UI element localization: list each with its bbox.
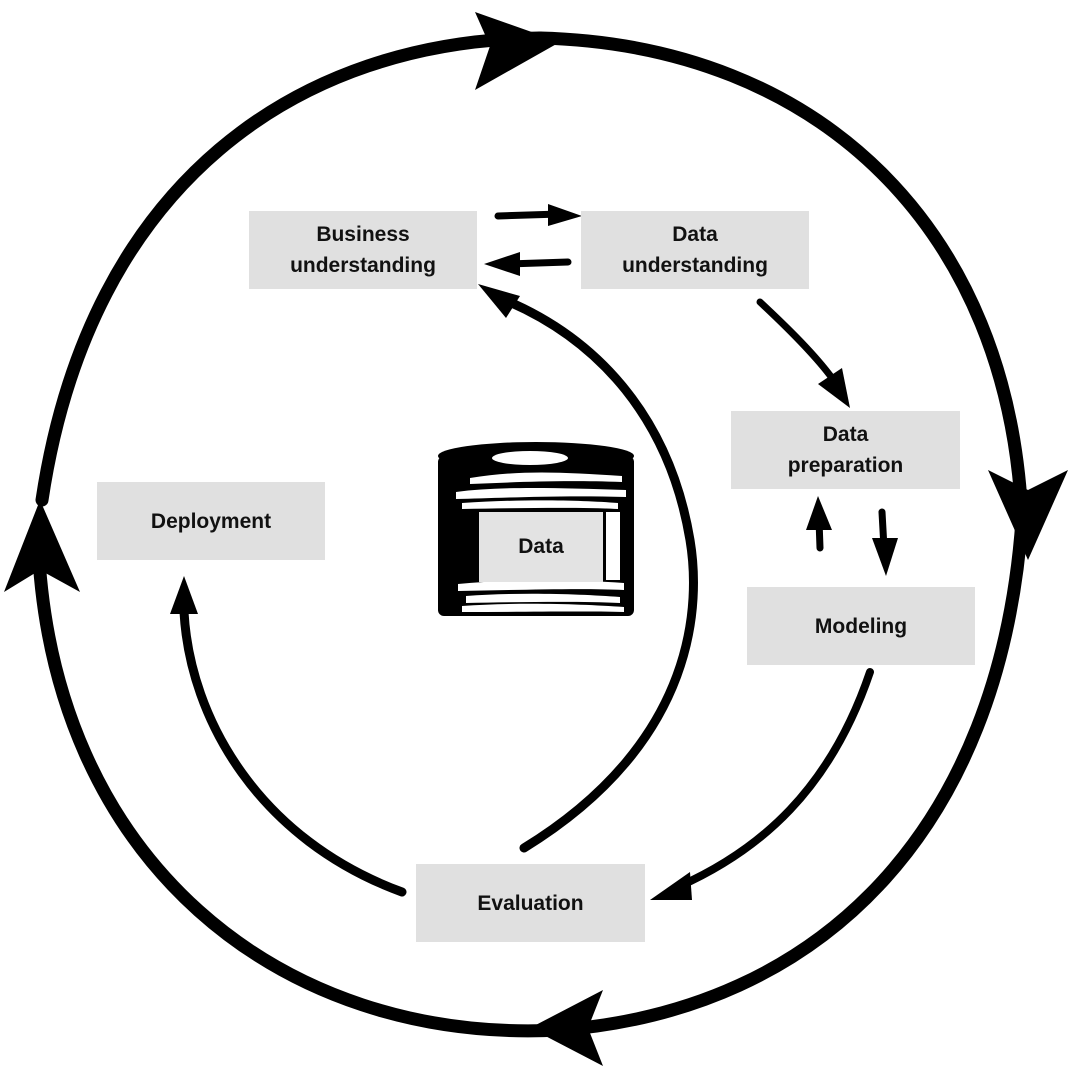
arrowhead-evaluation-to-business (478, 284, 520, 318)
outer-arrowhead-top (475, 12, 560, 90)
arrowhead-dataprep-to-modeling (872, 538, 898, 576)
outer-cycle (4, 12, 1068, 1066)
phase-data-preparation: Data preparation (731, 411, 960, 489)
arrowhead-modeling-to-evaluation (650, 872, 692, 900)
phase-label: Deployment (150, 509, 272, 533)
phase-business-understanding: Business understanding (249, 211, 477, 289)
outer-cycle-arc-left (31, 533, 567, 1038)
arrowhead-business-to-dataund (548, 204, 582, 226)
outer-cycle-arc-right (533, 31, 1029, 527)
phase-evaluation: Evaluation (416, 864, 645, 942)
phase-label: Data preparation (787, 423, 904, 477)
phase-label: Modeling (814, 614, 908, 638)
phase-modeling: Modeling (747, 587, 975, 665)
arrowhead-dataund-to-business (484, 252, 520, 276)
phase-label: Business understanding (290, 223, 436, 277)
phase-deployment: Deployment (97, 482, 325, 560)
data-store-label: Data (479, 512, 603, 582)
arrowhead-dataund-to-dataprep (818, 368, 850, 408)
inner-arrows (170, 204, 898, 900)
arrowhead-modeling-to-dataprep (806, 496, 832, 530)
outer-arrowhead-right (988, 470, 1068, 560)
arrow-evaluation-to-business (500, 295, 698, 853)
outer-cycle-arc-bottom (553, 513, 1029, 1037)
arrowhead-evaluation-to-deployment (170, 576, 198, 614)
arrow-modeling-to-evaluation (676, 668, 874, 890)
outer-arrowhead-bottom (530, 990, 603, 1066)
phase-data-understanding: Data understanding (581, 211, 809, 289)
arrow-dataund-to-dataprep (756, 298, 836, 382)
outer-cycle-arc-top (35, 31, 547, 507)
arrow-evaluation-to-deployment (179, 607, 407, 897)
outer-arrowhead-left (4, 500, 80, 592)
phase-label: Evaluation (477, 891, 584, 915)
phase-label: Data understanding (622, 223, 768, 277)
